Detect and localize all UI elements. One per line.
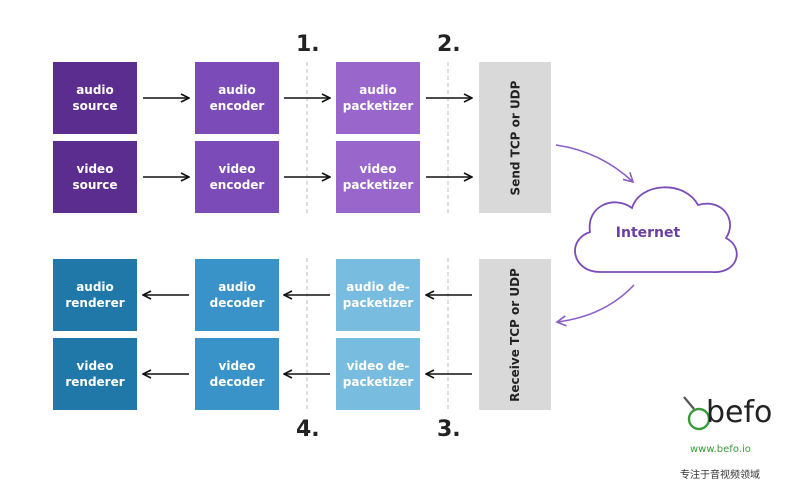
befo-logo-wordmark: befo: [706, 395, 773, 430]
receive-tcp-udp-box: Receive TCP or UDP: [479, 259, 551, 410]
stage-number-1: 1.: [296, 32, 320, 57]
audio-encoder-box: audio encoder: [195, 62, 279, 134]
video-decoder-box: video decoder: [195, 338, 279, 410]
befo-logo-tagline: 专注于音视频领域: [680, 470, 760, 481]
arrow-send-to-internet: [555, 144, 635, 184]
stage-number-3: 3.: [437, 417, 461, 442]
video-depacketizer-box: video de- packetizer: [336, 338, 420, 410]
video-packetizer-box: video packetizer: [336, 141, 420, 213]
audio-packetizer-box: audio packetizer: [336, 62, 420, 134]
internet-cloud-icon: [574, 186, 738, 273]
receive-tcp-udp-label: Receive TCP or UDP: [508, 267, 522, 402]
audio-decoder-box: audio decoder: [195, 259, 279, 331]
video-encoder-box: video encoder: [195, 141, 279, 213]
audio-renderer-box: audio renderer: [53, 259, 137, 331]
send-tcp-udp-label: Send TCP or UDP: [508, 80, 522, 195]
internet-label: Internet: [615, 225, 681, 241]
arrow-internet-to-receive: [555, 284, 635, 327]
stage-number-2: 2.: [437, 32, 461, 57]
send-tcp-udp-box: Send TCP or UDP: [479, 62, 551, 213]
logo-magnifier-lens: [687, 407, 711, 431]
audio-depacketizer-box: audio de- packetizer: [336, 259, 420, 331]
logo-magnifier-handle: [683, 396, 695, 410]
stage-number-4: 4.: [296, 417, 320, 442]
befo-logo-url: www.befo.io: [690, 444, 751, 455]
video-source-box: video source: [53, 141, 137, 213]
video-renderer-box: video renderer: [53, 338, 137, 410]
audio-source-box: audio source: [53, 62, 137, 134]
